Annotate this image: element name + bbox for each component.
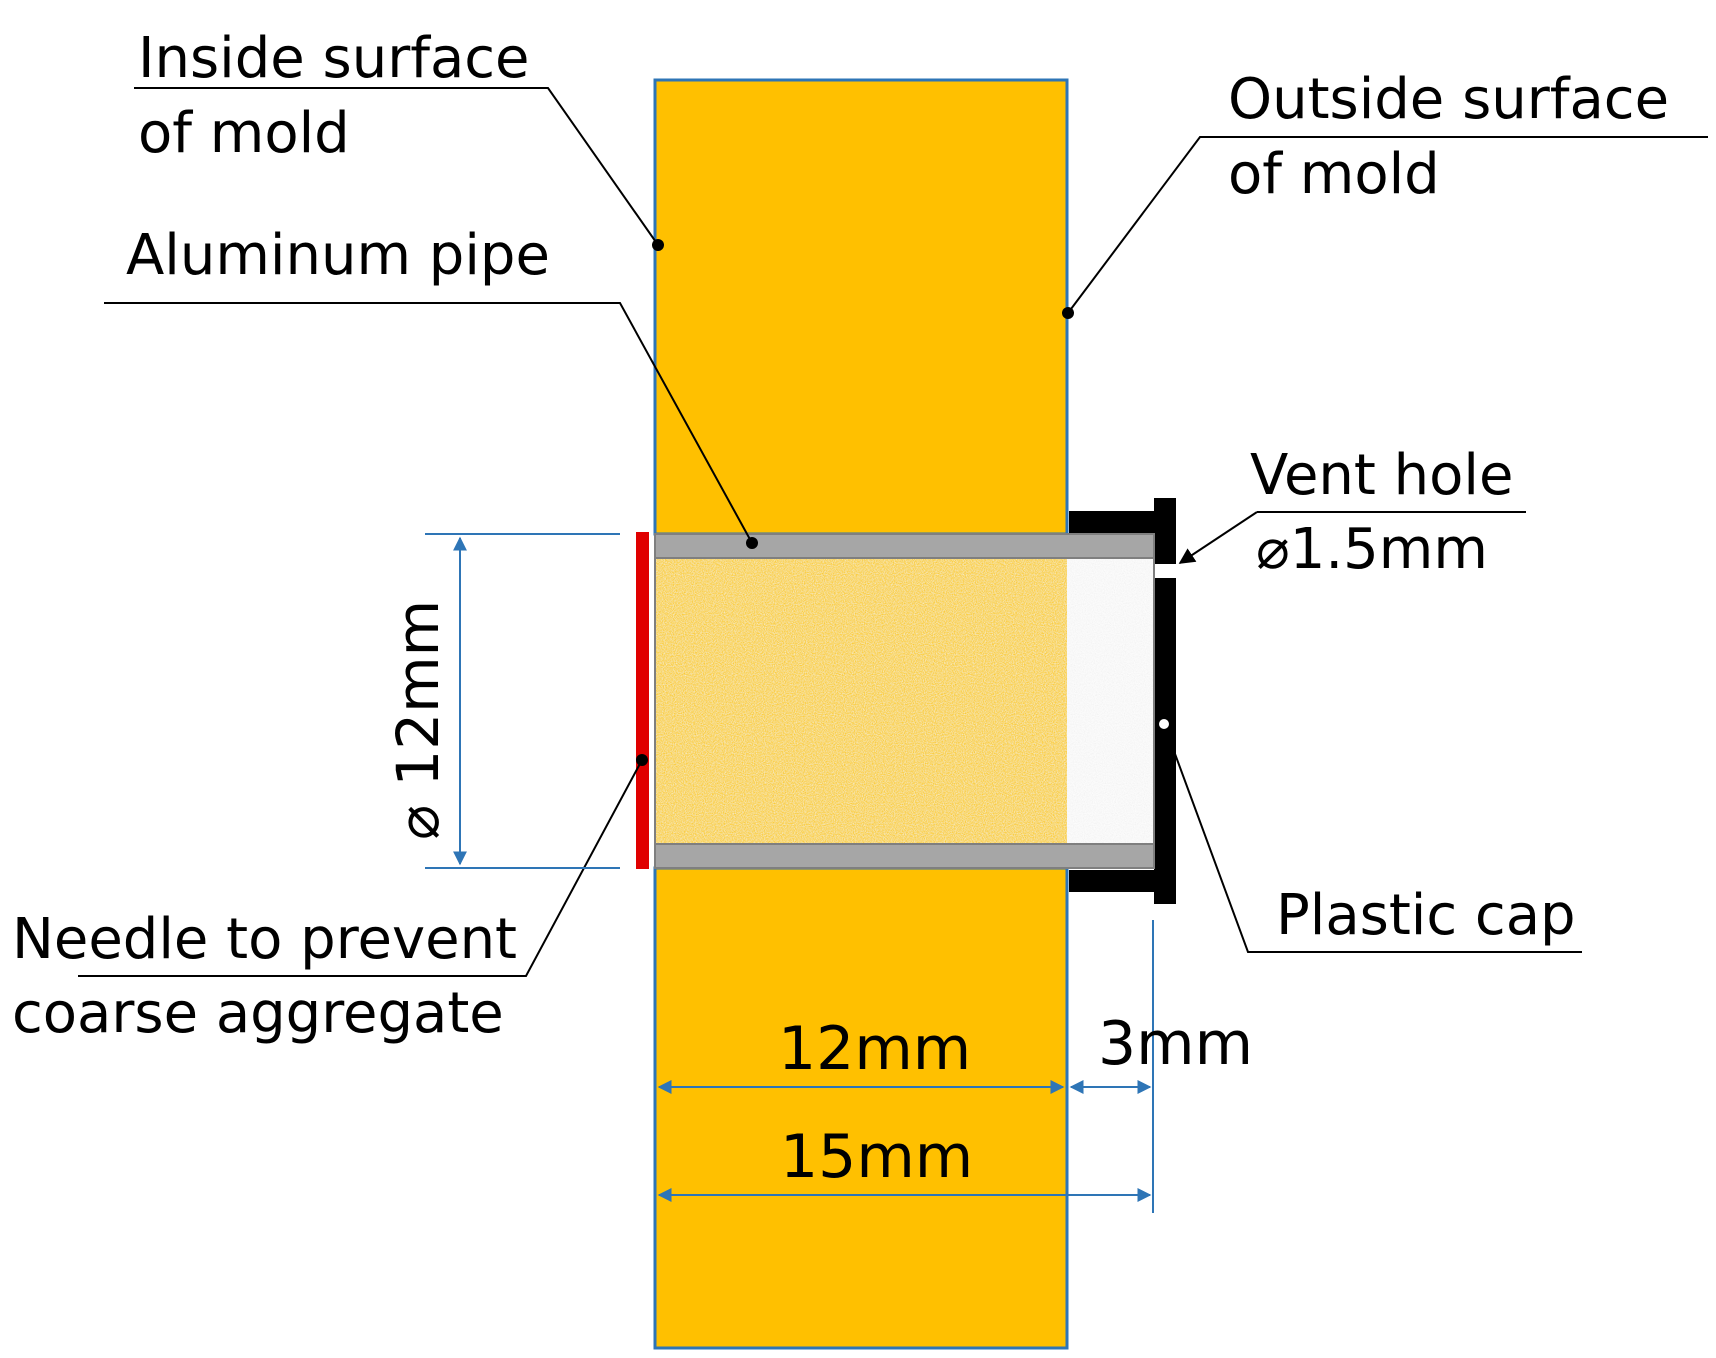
dot-needle: [636, 754, 648, 766]
dot-outside-surface: [1062, 307, 1074, 319]
mold-lower-block: [653, 866, 1069, 1350]
leader-needle: [78, 759, 643, 977]
label-aluminum-pipe: Aluminum pipe: [126, 223, 550, 288]
label-inside-surface-line2: of mold: [138, 101, 350, 166]
leader-aluminum-pipe: [104, 302, 753, 544]
label-vent-hole-line1: Vent hole: [1250, 443, 1513, 508]
label-plastic-cap: Plastic cap: [1276, 883, 1576, 948]
plastic-cap-lower-wall: [1154, 578, 1176, 904]
label-dim-diameter: ⌀ 12mm: [384, 600, 452, 840]
leader-lines: [78, 87, 1708, 977]
dot-inside-surface: [652, 239, 664, 251]
dimension-lines: [425, 533, 1154, 1213]
concrete-core-outline: [654, 557, 1155, 845]
leader-plastic-cap: [1163, 723, 1582, 953]
label-outside-surface-line2: of mold: [1228, 142, 1440, 207]
leader-outside-surface: [1067, 136, 1708, 314]
vent-hole-arrow: [1178, 511, 1258, 564]
dot-plastic-cap: [1157, 717, 1171, 731]
concrete-core: [655, 558, 1154, 844]
plastic-cap-upper-flange: [1069, 511, 1154, 533]
aluminum-pipe-top-wall: [654, 533, 1155, 559]
label-dim-15mm: 15mm: [780, 1122, 973, 1192]
dot-aluminum-pipe: [746, 537, 758, 549]
leader-inside-surface: [134, 87, 659, 246]
label-needle-line2: coarse aggregate: [12, 981, 504, 1046]
label-inside-surface-line1: Inside surface: [138, 26, 530, 91]
label-needle-line1: Needle to prevent: [12, 907, 517, 972]
label-dim-3mm: 3mm: [1098, 1009, 1253, 1079]
needle: [636, 532, 649, 869]
label-dim-12mm: 12mm: [778, 1014, 971, 1084]
plastic-cap-lower-flange: [1069, 870, 1154, 892]
plastic-cap-upper-wall: [1154, 498, 1176, 564]
label-vent-hole-line2: ⌀1.5mm: [1256, 517, 1488, 582]
label-outside-surface-line1: Outside surface: [1228, 67, 1669, 132]
mold-upper-block: [653, 78, 1069, 536]
aluminum-pipe-bottom-wall: [654, 843, 1155, 869]
